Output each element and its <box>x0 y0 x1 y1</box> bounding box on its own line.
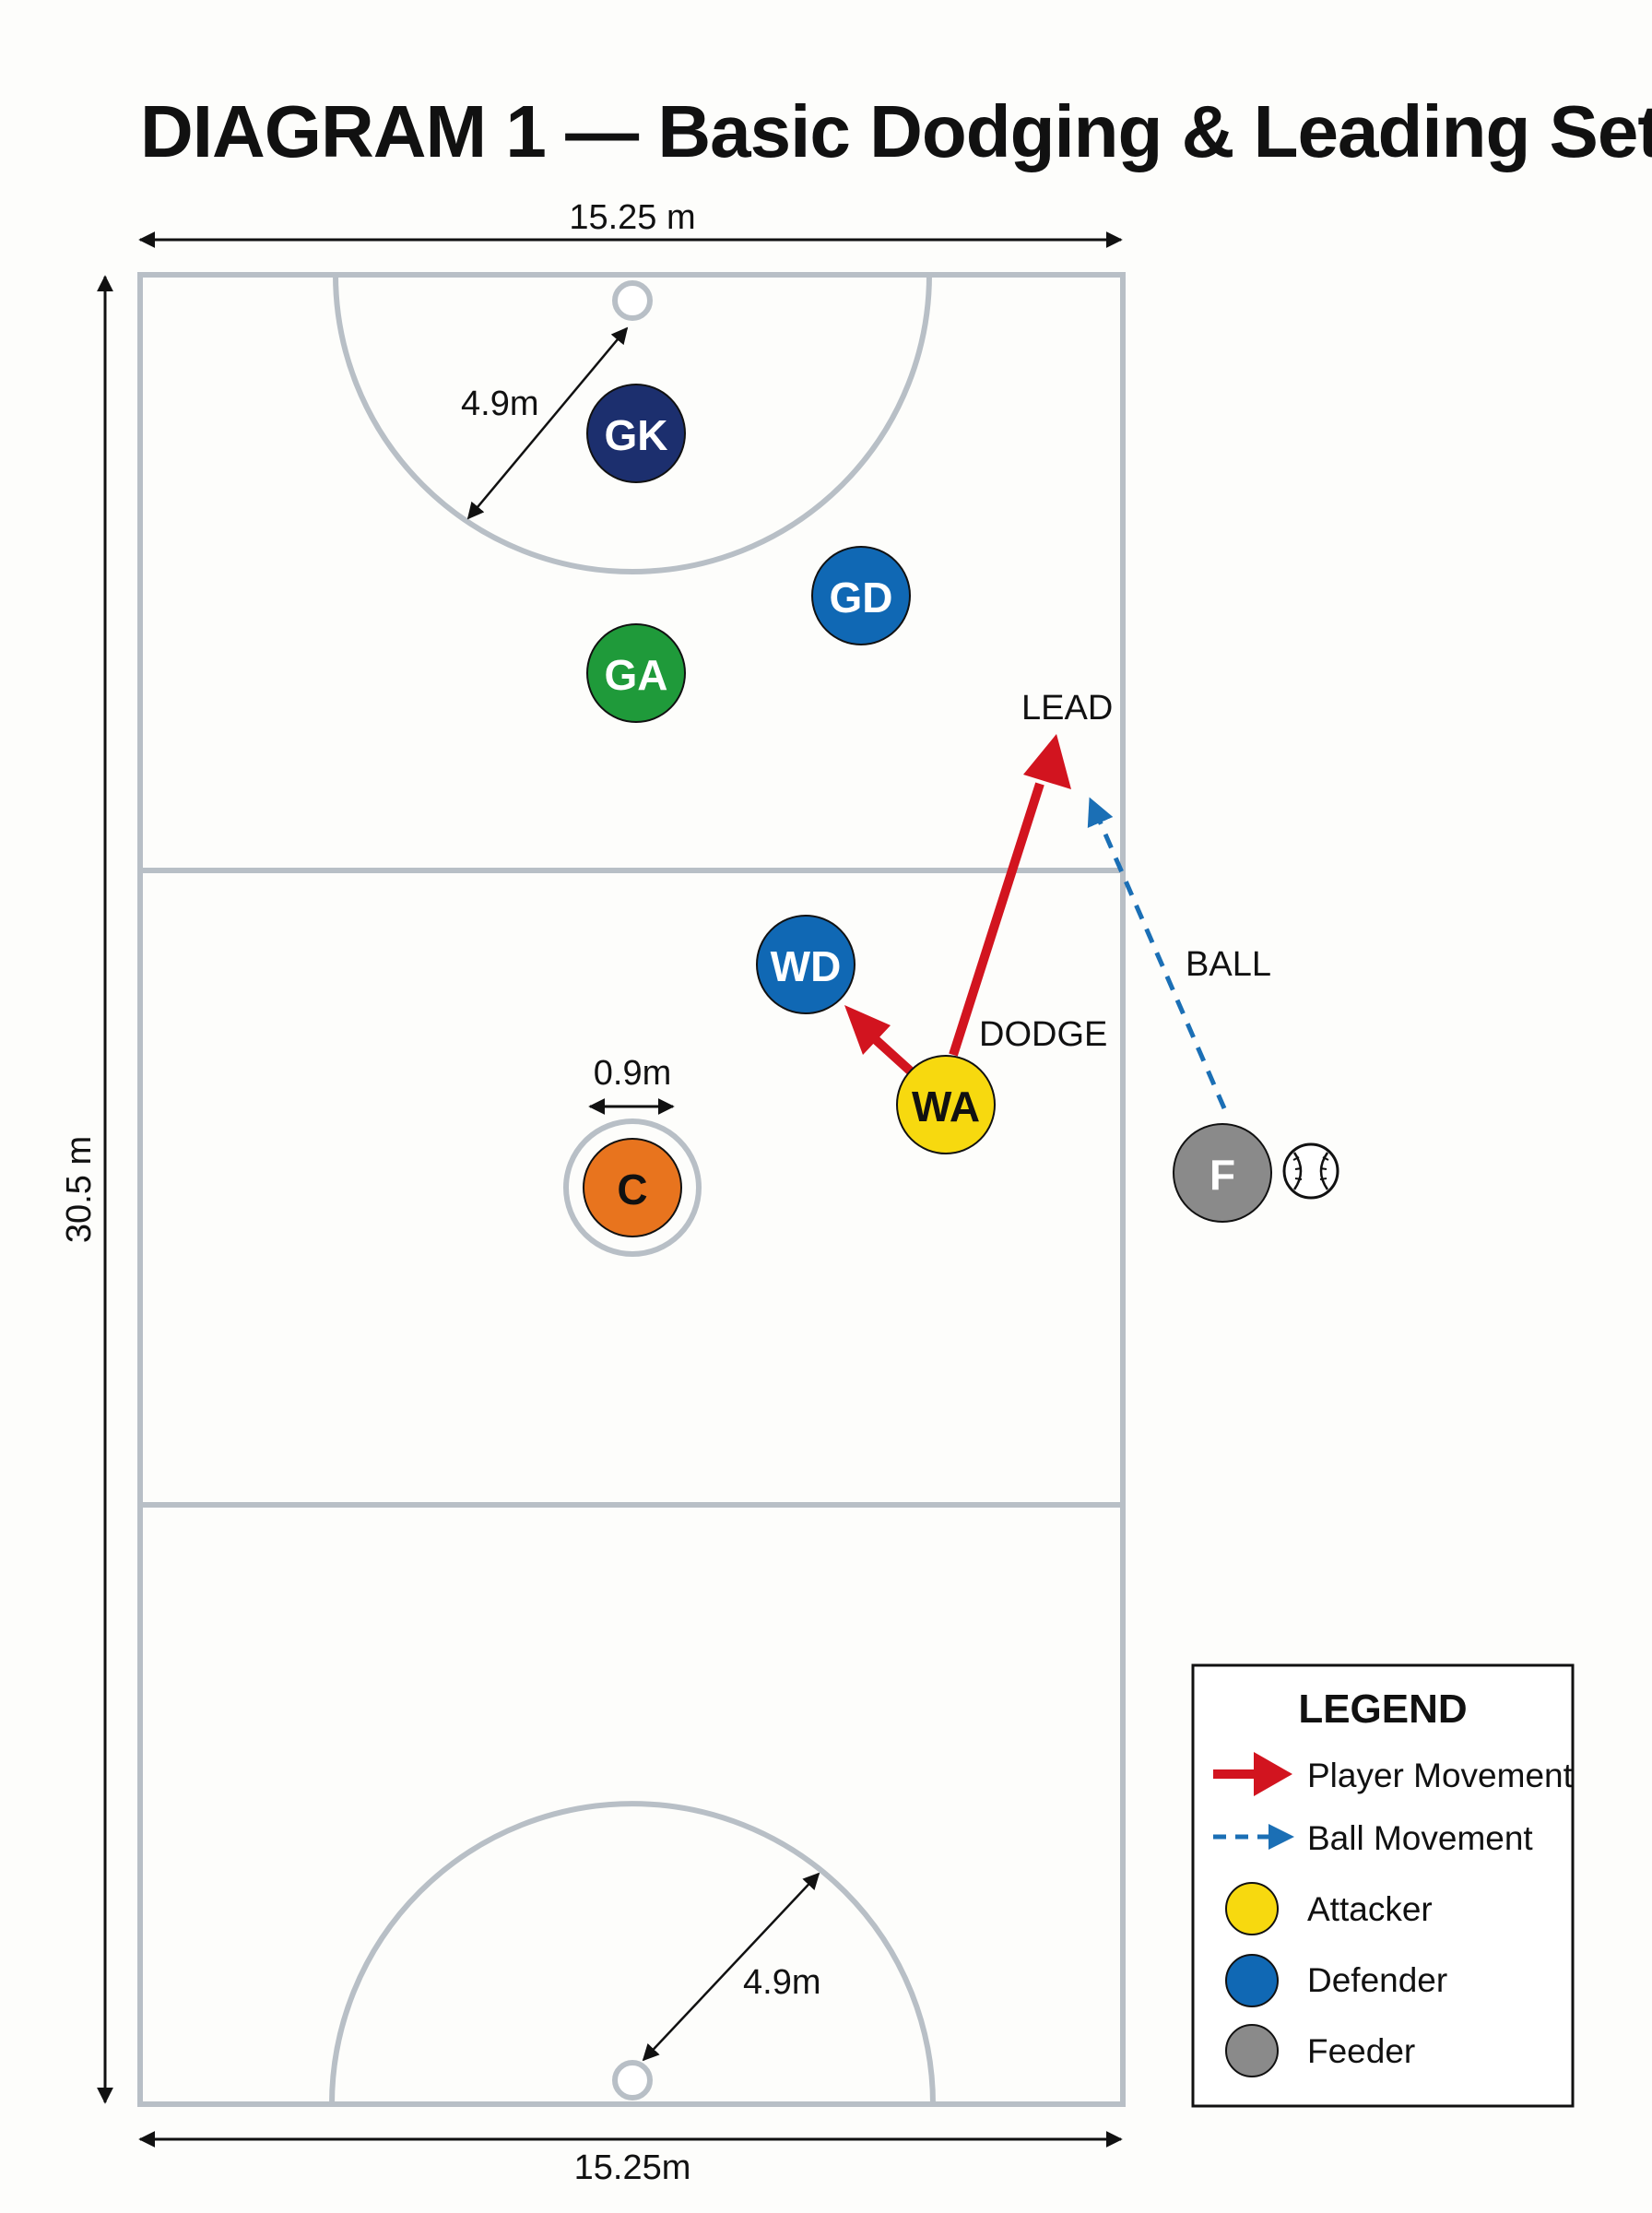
goal-circle-bottom <box>329 1801 936 2105</box>
player-wa-label: WA <box>912 1083 980 1130</box>
yellow-circle-icon <box>1225 1882 1279 1935</box>
ball-label: BALL <box>1186 945 1271 984</box>
court-outline <box>137 272 1126 2107</box>
length-dimension: 30.5 m <box>60 275 113 2104</box>
player-wa: WA <box>896 1055 996 1154</box>
player-movement-arrows <box>844 734 1071 1075</box>
player-c: C <box>583 1138 682 1237</box>
legend-title: LEGEND <box>1298 1686 1467 1732</box>
legend-item-defender: Defender <box>1225 1954 1447 2007</box>
legend: LEGEND Player Movement Ball Movement Att… <box>1191 1663 1575 2108</box>
player-ga: GA <box>586 623 686 723</box>
player-wd: WD <box>756 915 856 1014</box>
bottom-width-label: 15.25m <box>574 2148 691 2187</box>
legend-item-ball-movement: Ball Movement <box>1213 1819 1533 1857</box>
top-width-label: 15.25 m <box>569 198 695 237</box>
goal-post-bottom <box>612 2060 653 2101</box>
player-f: F <box>1173 1123 1272 1223</box>
lead-arrow-head <box>1023 734 1071 789</box>
legend-label-player-movement: Player Movement <box>1307 1757 1574 1794</box>
diagram-title: DIAGRAM 1 — Basic Dodging & Leading Setu… <box>140 90 1652 172</box>
goal-post-top <box>612 280 653 321</box>
ball-icon <box>1282 1142 1339 1200</box>
player-ga-label: GA <box>605 651 668 699</box>
player-wd-label: WD <box>771 942 842 990</box>
legend-label-defender: Defender <box>1307 1961 1447 1999</box>
player-c-label: C <box>617 1166 647 1213</box>
red-arrow-head-icon <box>1254 1752 1292 1796</box>
legend-label-attacker: Attacker <box>1307 1890 1433 1928</box>
lead-label: LEAD <box>1021 689 1113 728</box>
grey-circle-icon <box>1225 2024 1279 2077</box>
player-gk: GK <box>586 384 686 483</box>
blue-arrow-head-icon <box>1268 1824 1294 1850</box>
legend-label-feeder: Feeder <box>1307 2032 1415 2070</box>
legend-item-player-movement: Player Movement <box>1213 1752 1574 1796</box>
player-gd: GD <box>811 546 911 645</box>
dodge-arrow-head <box>844 1005 891 1055</box>
centre-circle-label: 0.9m <box>594 1054 671 1093</box>
legend-item-feeder: Feeder <box>1225 2024 1415 2077</box>
player-f-label: F <box>1210 1151 1235 1199</box>
ball-movement-arrow <box>1087 797 1227 1109</box>
legend-item-attacker: Attacker <box>1225 1882 1433 1935</box>
length-label: 30.5 m <box>60 1136 99 1243</box>
dodge-arrow-shaft <box>868 1033 914 1075</box>
top-radius-dimension: 4.9m <box>461 326 629 520</box>
player-gk-label: GK <box>605 411 668 459</box>
centre-circle <box>563 1118 702 1257</box>
lead-arrow-shaft <box>949 782 1044 1057</box>
player-gd-label: GD <box>830 574 893 621</box>
dodge-label: DODGE <box>979 1015 1107 1054</box>
legend-label-ball-movement: Ball Movement <box>1307 1819 1533 1857</box>
court <box>137 272 1126 2107</box>
goal-circle-top <box>333 274 932 574</box>
top-width-dimension: 15.25 m <box>138 198 1123 248</box>
bottom-radius-dimension: 4.9m <box>642 1872 820 2062</box>
top-radius-label: 4.9m <box>461 385 538 423</box>
bottom-width-dimension: 15.25m <box>138 2131 1123 2187</box>
bottom-radius-label: 4.9m <box>743 1963 820 2002</box>
blue-circle-icon <box>1225 1954 1279 2007</box>
centre-circle-dimension: 0.9m <box>588 1054 675 1115</box>
